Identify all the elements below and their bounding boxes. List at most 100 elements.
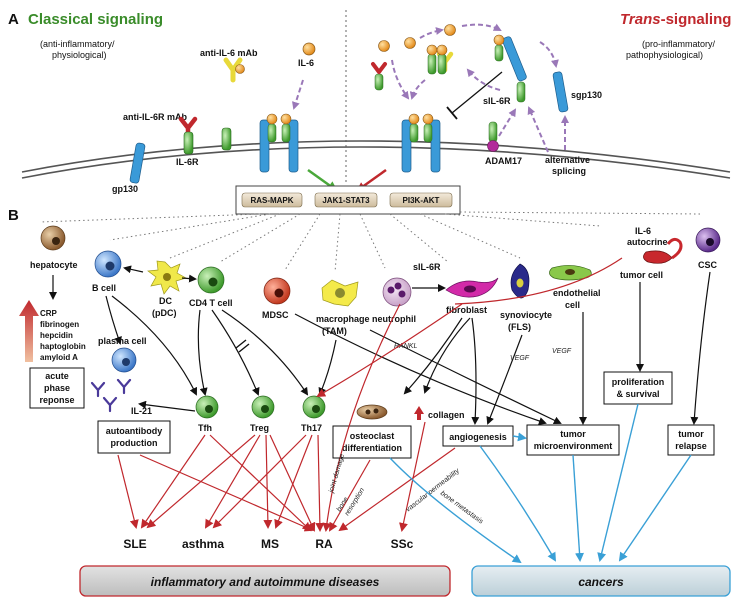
tfh-to-sle-arrow [140, 434, 206, 529]
trans-free-il6-icon [378, 24, 456, 52]
osteoclast-to-ra-arrow [329, 459, 371, 532]
csc-nucleus-icon [706, 238, 714, 246]
pathway-ras-label: RAS-MAPK [250, 196, 293, 205]
relapse-to-cancer-arrow [618, 454, 692, 562]
macrophage-cell-icon [321, 279, 359, 307]
cd4-to-tfh-arrow [197, 309, 208, 396]
adam17-label: ADAM17 [485, 156, 522, 166]
sgp130-complex-icon [493, 34, 527, 82]
cell-membrane-inner [21, 146, 731, 179]
vegf-label-2: VEGF [552, 348, 572, 355]
neutrophil-cell-icon [382, 277, 412, 307]
bcell-to-plasma-arrow [105, 295, 122, 345]
plasma-cell-label: plasma cell [98, 336, 147, 346]
dc-label-line1: DC [159, 296, 172, 306]
acute-line2: phase [44, 383, 70, 393]
sil6r-il6-complex-icon [426, 44, 448, 75]
endothelial-label-line2: cell [565, 300, 580, 310]
plasma-nucleus-icon [122, 358, 130, 366]
il6-autocrine-line2: autocrine [627, 237, 668, 247]
fibroblast-to-collagen-arrow [423, 317, 471, 394]
gp130-label: gp130 [112, 184, 138, 194]
pathway-pi3k-label: PI3K-AKT [403, 196, 440, 205]
upregulation-arrow-icon [19, 300, 39, 362]
osteoclast-line1: osteoclast [350, 431, 395, 441]
treg-nucleus-icon [261, 405, 269, 413]
cd4-to-th17-arrow [221, 309, 309, 396]
fibroblast-to-angiogenesis-arrow [471, 317, 480, 425]
alt-splicing-arrow-sil6r [527, 106, 549, 153]
neutrophil-to-ra-arrow [322, 303, 401, 532]
trans-blocked-sil6r-icon [371, 62, 387, 91]
il6r-receptor-icon [183, 131, 194, 155]
treg-to-ms-arrow [263, 434, 273, 529]
il6-ligand-icon [302, 42, 316, 56]
red-arrow-group [117, 257, 623, 532]
blue-arrow-group [389, 403, 692, 564]
treg-to-ra-arrow [269, 434, 316, 532]
mdsc-to-microenv-arrow [294, 313, 547, 425]
treg-label: Treg [250, 423, 269, 433]
tumor-relapse-line1: tumor [678, 429, 704, 439]
osteoclast-icon [356, 404, 388, 420]
trans-signaling-complex-icon [401, 113, 441, 173]
sgp130-inhibition-bar [446, 106, 458, 120]
synoviocyte-cell-icon [510, 263, 530, 299]
angiogenesis-to-cancer-arrow [479, 445, 557, 562]
angiogenesis-to-microenv-arrow [512, 432, 527, 442]
synoviocyte-label-line2: (FLS) [508, 322, 531, 332]
autoantibody-box [97, 420, 171, 454]
autoab-to-sle-arrow [117, 454, 139, 529]
osteoclast-box [332, 425, 412, 459]
proliferation-to-cancer-arrow [597, 403, 639, 562]
alt-splicing-line1: alternative [545, 155, 590, 165]
treg-inhibition-bar-2 [238, 343, 250, 353]
neutrophil-label: neutrophil [372, 314, 416, 324]
macrophage-label-line2: (TAM) [322, 326, 347, 336]
tumor-microenv-line2: microenvironment [534, 441, 613, 451]
treg-to-asthma-arrow [204, 434, 261, 529]
collagen-to-ssc-arrow [399, 421, 426, 532]
neutrophil-nucleus-icon [387, 282, 406, 298]
sil6r-b-label: sIL-6R [413, 262, 441, 272]
dc-label-line2: (pDC) [152, 308, 177, 318]
mdsc-label: MDSC [262, 310, 289, 320]
cancers-label: cancers [578, 575, 624, 589]
osteoclast-line2: differentiation [342, 443, 402, 453]
pathway-pi3k-box [389, 192, 453, 208]
tumor-cell-label: tumor cell [620, 270, 663, 280]
hepatocyte-nucleus-icon [52, 237, 60, 245]
disease-label: SSc [391, 537, 414, 551]
joint-damage-label: joint damage [328, 453, 346, 495]
tumor-fibroblast-link [454, 257, 623, 305]
il21-label: IL-21 [131, 406, 152, 416]
trans-flow-il6-a [419, 27, 444, 39]
tumor-cell-icon [643, 237, 683, 264]
inflammatory-diseases-bar [79, 565, 451, 597]
pathway-fan-lines [39, 211, 701, 273]
csc-label: CSC [698, 260, 718, 270]
panel-a-letter: A [8, 11, 19, 28]
cd4-label: CD4 T cell [189, 298, 233, 308]
acute-phase-protein-item: haptoglobin [40, 342, 86, 351]
cd4-to-treg-arrow [211, 309, 260, 396]
th17-to-ms-arrow [274, 434, 313, 529]
synoviocyte-label-line1: synoviocyte [500, 310, 552, 320]
tfh-to-plasma-arrow [138, 400, 196, 412]
classical-signaling-complex-icon [259, 113, 299, 173]
tfh-to-ra-arrow [209, 434, 312, 532]
bcell-to-tfh-arrow [111, 295, 197, 396]
endothelial-cell-icon [549, 265, 592, 281]
acute-line1: acute [45, 371, 69, 381]
acute-phase-protein-list: CRPfibrinogenhepcidinhaptoglobinamyloid … [40, 309, 86, 362]
dc-cell-icon [147, 260, 187, 295]
endothelial-label-line1: endothelial [553, 288, 601, 298]
collagen-up-icon [414, 406, 424, 420]
disease-label: RA [315, 537, 333, 551]
osteoclast-to-cancer-arrow [389, 457, 522, 564]
mdsc-nucleus-icon [274, 288, 284, 298]
autoantibody-line1: autoantibody [106, 426, 163, 436]
gp130-receptor-icon [129, 142, 146, 184]
macrophage-to-microenv-arrow [369, 329, 562, 425]
